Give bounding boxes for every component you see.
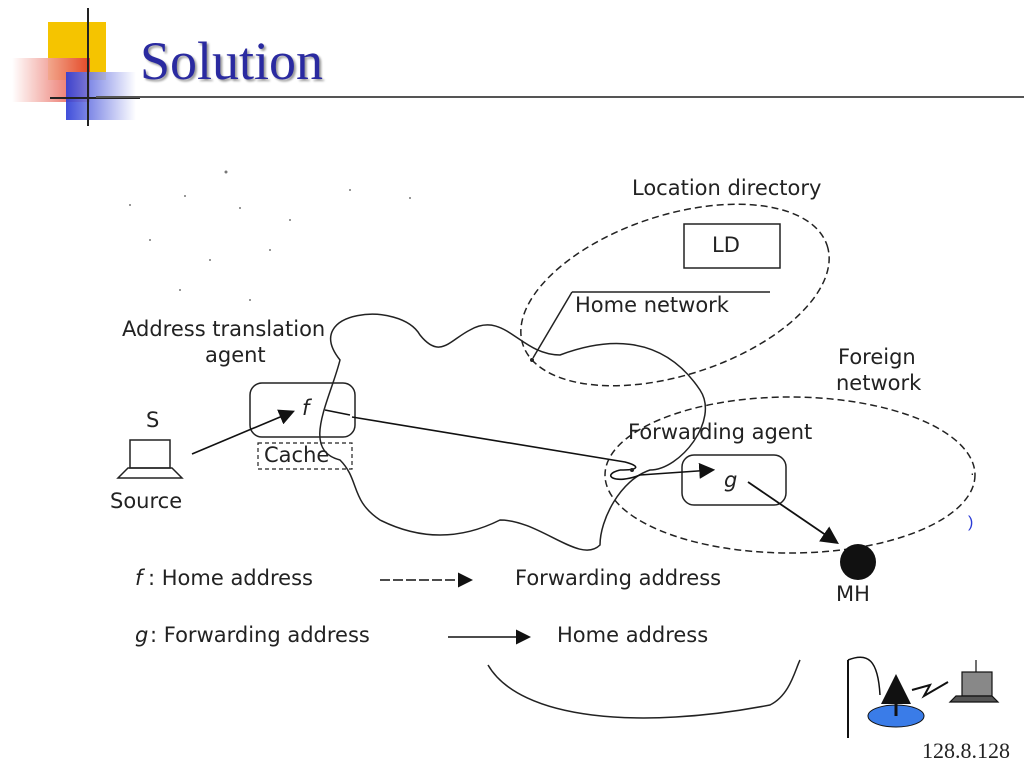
legend-g-to: Home address [557, 623, 709, 647]
legend-f-symbol: f [135, 566, 143, 590]
svg-text:): ) [968, 514, 973, 531]
f-node-label: f [302, 396, 310, 420]
bottom-curve [487, 659, 801, 719]
home-network-label: Home network [575, 293, 729, 317]
mobile-laptop-icon [948, 660, 1000, 703]
legend-g-symbol: g [135, 623, 149, 647]
foreign-network-label: Foreign [838, 345, 916, 369]
source-label: Source [110, 489, 183, 513]
mh-label: MH [836, 582, 870, 606]
title-divider [96, 96, 1024, 98]
source-laptop-icon [116, 439, 184, 479]
address-translation-agent-box [249, 382, 356, 438]
wireless-signal-icon [911, 681, 949, 699]
ld-box [683, 223, 781, 269]
slide-title: Solution [140, 31, 324, 91]
foreign-network-boundary [604, 396, 976, 554]
ld-label: LD [712, 233, 740, 257]
g-to-mh-arrow [747, 481, 839, 545]
home-network-pointer [532, 291, 573, 359]
mobile-connection-illustration [847, 656, 1000, 738]
forwarding-agent-label: Forwarding agent [628, 420, 813, 444]
footer-address: 128.8.128 [922, 738, 1010, 763]
forwarding-agent-box [681, 454, 787, 506]
internet-cloud [319, 313, 707, 551]
location-directory-label: Location directory [632, 176, 822, 200]
cache-box [257, 442, 353, 470]
f-to-g-tunnel-upper [351, 416, 637, 471]
address-translation-agent-label-line2: agent [205, 343, 266, 367]
legend-f-from: : Home address [148, 566, 313, 590]
scan-speckles [129, 170, 411, 301]
source-to-f-arrow [191, 409, 295, 455]
legend-f-to: Forwarding address [515, 566, 722, 590]
foreign-network-label-line2: network [836, 371, 922, 395]
f-to-g-arrow [609, 462, 716, 481]
mobile-host-node [840, 544, 876, 580]
home-network-boundary [520, 203, 830, 387]
address-translation-agent-label: Address translation [122, 317, 326, 341]
cache-label: Cache [264, 443, 330, 467]
svg-text:·: · [970, 465, 975, 481]
g-node-label: g [724, 468, 738, 492]
legend-g-from: : Forwarding address [150, 623, 370, 647]
s-label: S [146, 408, 160, 432]
